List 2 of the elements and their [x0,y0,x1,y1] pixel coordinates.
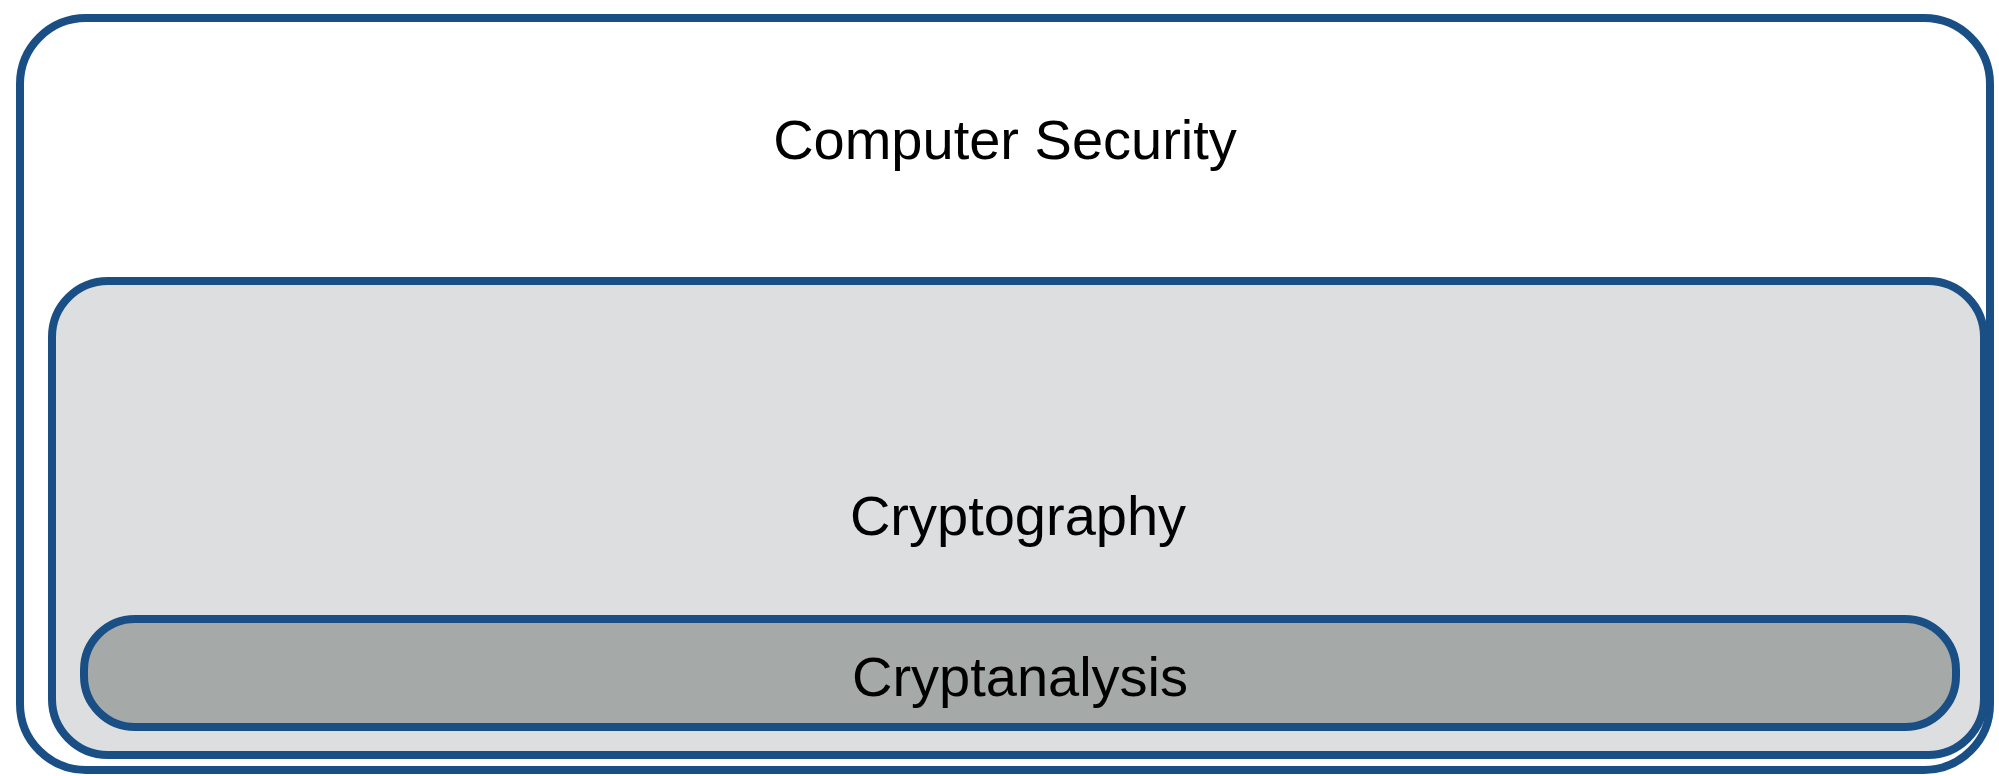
rounded-region [16,14,1994,774]
rounded-region [48,277,1988,759]
